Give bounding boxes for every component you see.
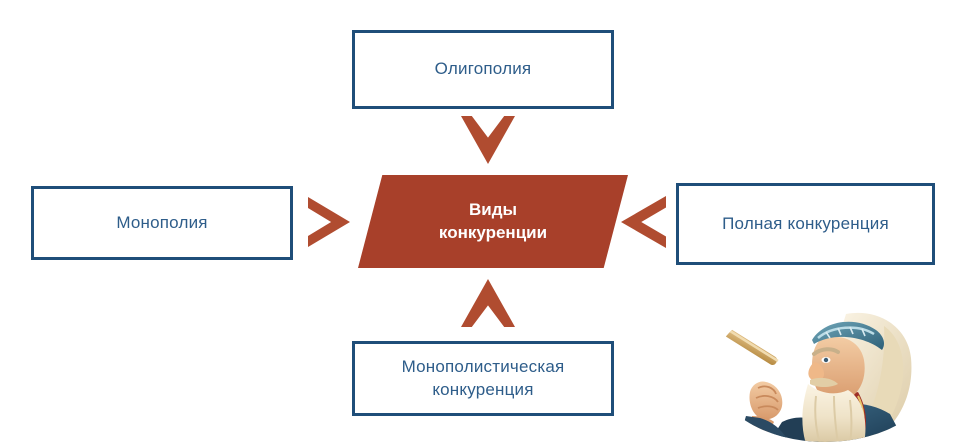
diagram-node-monopoly[interactable]: Монополия [31, 186, 293, 260]
diagram-node-monopolistic-competition[interactable]: Монополистическая конкуренция [352, 341, 614, 416]
chevron-up-icon [461, 279, 515, 327]
diagram-node-label: Олигополия [434, 59, 532, 79]
diagram-center-label: Виды конкуренции [438, 200, 548, 242]
chevron-left-icon [621, 196, 666, 248]
diagram-node-perfect-competition[interactable]: Полная конкуренция [676, 183, 935, 265]
diagram-node-label: Монополистическая конкуренция [401, 356, 565, 399]
diagram-node-oligopoly[interactable]: Олигополия [352, 30, 614, 109]
diagram-center-node[interactable]: Виды конкуренции [358, 175, 628, 268]
diagram-node-label: Монополия [116, 212, 208, 232]
diagram-node-label: Полная конкуренция [722, 213, 889, 233]
chevron-down-icon [461, 116, 515, 164]
chevron-right-icon [308, 197, 350, 247]
elderly-bearded-man-with-pipe-illustration [708, 296, 942, 444]
